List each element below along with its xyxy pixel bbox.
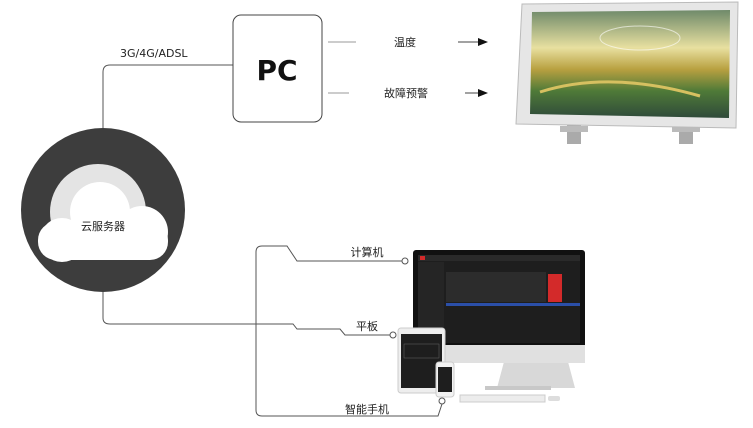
desktop-computer — [413, 250, 585, 403]
arrow-icon — [478, 89, 488, 97]
led-billboard — [515, 1, 739, 144]
cloud-icon — [38, 164, 168, 262]
tablet — [397, 327, 446, 394]
client-label-computer: 计算机 — [351, 245, 384, 259]
client-label-tablet: 平板 — [356, 319, 378, 333]
pc-label: PC — [256, 54, 297, 87]
connector-cloud-clients — [102, 292, 393, 336]
smartphone — [435, 361, 455, 398]
connector-cloud-pc — [102, 64, 233, 128]
output-label-temperature: 温度 — [394, 35, 416, 49]
connector-computer — [255, 245, 443, 417]
connector-node — [438, 397, 446, 405]
connector-node — [401, 257, 409, 265]
arrow-icon — [478, 38, 488, 46]
cloud-server-label: 云服务器 — [81, 220, 125, 233]
connector-node — [389, 331, 397, 339]
client-label-phone: 智能手机 — [345, 402, 389, 416]
output-label-fault: 故障预警 — [384, 86, 428, 100]
pc-box — [232, 14, 323, 123]
link-label: 3G/4G/ADSL — [120, 47, 188, 60]
